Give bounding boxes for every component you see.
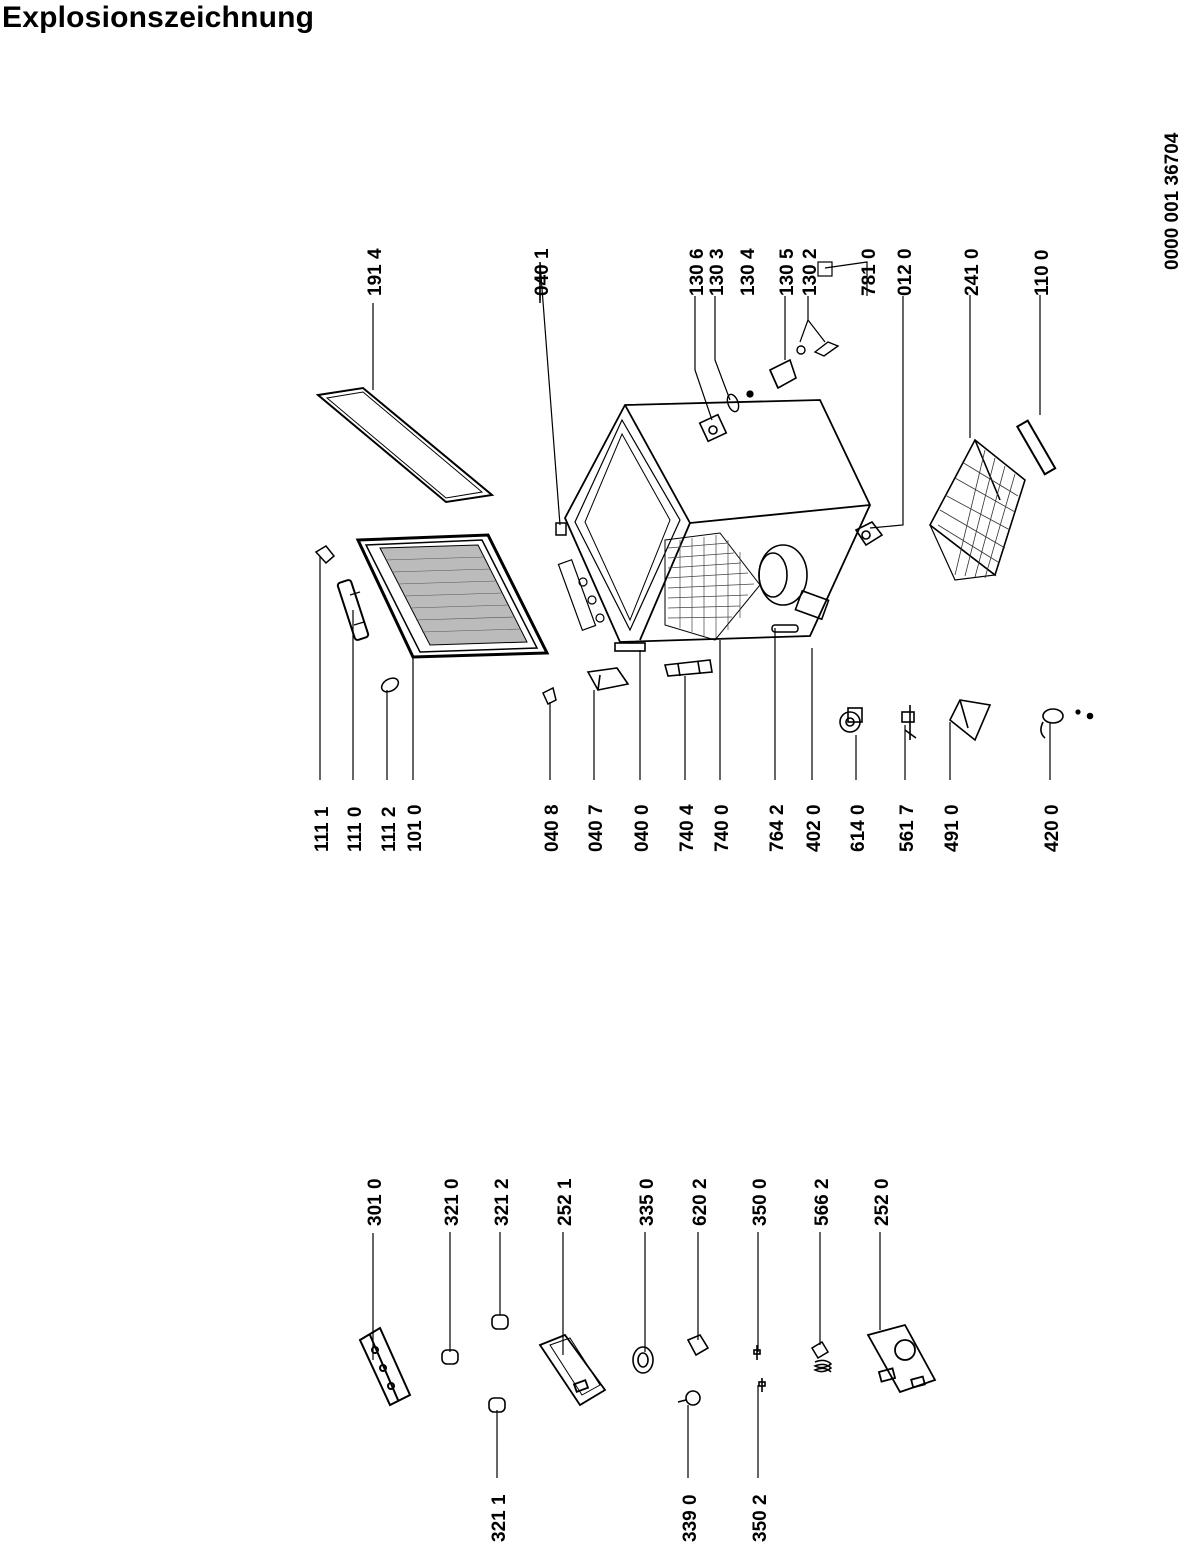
page-title: Explosionszeichnung [2,1,315,34]
label-321-2: 321 2 [492,1178,513,1226]
label-339-0: 339 0 [680,1494,701,1542]
part-321-2-lamp [491,1314,509,1330]
labels-top-group: 191 4 040 1 130 6 130 3 130 4 130 5 130 … [365,248,1053,296]
label-252-0: 252 0 [872,1178,893,1226]
part-402-0-compressor [758,544,830,621]
labels-control-top: 301 0 321 0 321 2 252 1 335 0 620 2 350 … [365,1178,893,1226]
label-566-2: 566 2 [812,1178,833,1226]
part-339-0-knob [677,1390,701,1406]
cabinet-body [563,399,871,643]
part-491-0-cover [948,699,992,742]
label-040-8: 040 8 [542,804,563,852]
label-740-0: 740 0 [712,804,733,852]
label-040-0: 040 0 [632,804,653,852]
labels-bottom-group: 111 1 111 0 111 2 101 0 040 8 040 7 040 … [312,804,1063,852]
part-101-0-lid-texture [385,556,522,633]
part-130-5-block [768,358,797,390]
part-781-0-plate [817,261,833,277]
part-110-0-handle [1015,419,1057,476]
part-111-0-hinge [336,579,370,641]
label-111-1: 111 1 [312,806,333,852]
label-491-0: 491 0 [942,804,963,852]
part-321-1-lamp [488,1397,506,1413]
labels-control-bottom: 321 1 339 0 350 2 [489,1494,771,1542]
basket-wires [937,449,1019,579]
part-350-0-pin [753,1345,761,1360]
part-566-2-spring [810,1340,833,1373]
label-350-0: 350 0 [750,1178,771,1226]
part-252-1-housing [538,1333,607,1407]
label-111-0: 111 0 [345,807,366,852]
part-561-7-terminal [901,705,917,740]
part-012-0-foot [854,520,884,547]
part-040-7-cover [586,667,630,691]
label-191-4: 191 4 [365,248,386,296]
part-740-4-bracket [663,659,713,677]
part-764-2-drier [771,624,799,633]
part-130-3-spring [726,393,740,413]
part-130-6-bracket [698,413,728,443]
label-110-0: 110 0 [1032,250,1053,297]
label-335-0: 335 0 [637,1178,658,1226]
label-301-0: 301 0 [365,1178,386,1226]
cabinet-control-strip [557,558,605,632]
label-781-0: 781 0 [859,248,880,296]
part-130-4-screw [746,390,754,398]
part-040-1-clip [555,522,567,536]
label-012-0: 012 0 [895,248,916,296]
part-252-0-housing [866,1323,937,1394]
part-191-4-gasket [315,386,495,504]
part-301-0-panel [358,1326,412,1407]
part-321-0-lamp [441,1349,459,1365]
label-740-4: 740 4 [677,804,698,852]
label-561-7: 561 7 [897,804,918,852]
label-350-2: 350 2 [750,1494,771,1542]
leader-lines [319,261,1051,1478]
part-101-0-lid [355,533,550,659]
label-130-5: 130 5 [777,248,798,296]
label-764-2: 764 2 [767,804,788,852]
part-241-0-basket [928,438,1026,581]
label-040-1: 040 1 [532,248,553,296]
label-321-1: 321 1 [489,1494,510,1542]
part-614-0-relay [839,707,863,733]
label-130-2: 130 2 [800,248,821,296]
label-040-7: 040 7 [586,804,607,852]
label-101-0: 101 0 [405,804,426,852]
label-241-0: 241 0 [962,248,983,296]
label-402-0: 402 0 [804,804,825,852]
label-130-6: 130 6 [687,248,708,296]
label-321-0: 321 0 [442,1178,463,1226]
label-111-2: 111 2 [379,807,400,852]
condenser-grid [667,535,755,638]
label-252-1: 252 1 [555,1178,576,1226]
part-040-0-rail [614,642,646,652]
label-130-4: 130 4 [738,248,759,296]
label-620-2: 620 2 [690,1178,711,1226]
part-350-2-pin [758,1378,766,1392]
part-335-0-knob [632,1346,654,1374]
part-130-2-pins [796,341,840,357]
part-420-0-capacitor [1040,708,1094,739]
part-111-1-hinge-cap [314,545,336,565]
part-040-8-clip [542,686,557,706]
label-130-3: 130 3 [707,248,728,296]
part-620-2-switch [686,1333,710,1357]
label-614-0: 614 0 [848,804,869,852]
label-420-0: 420 0 [1042,804,1063,852]
part-111-2-hinge-cap [380,677,400,693]
